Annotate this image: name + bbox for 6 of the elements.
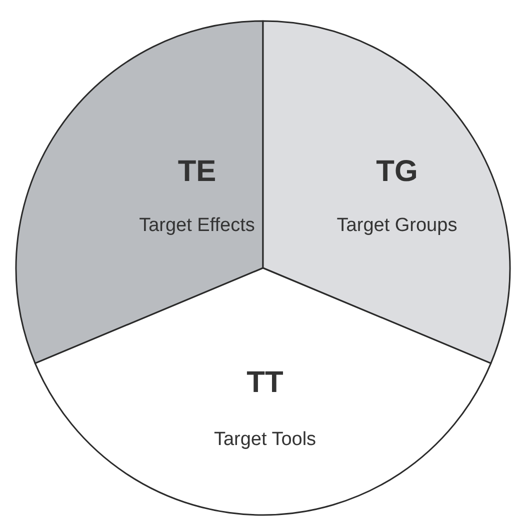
sector-abbreviation: TT bbox=[246, 366, 284, 400]
sector-abbreviation: TG bbox=[376, 155, 418, 189]
sector-abbreviation: TE bbox=[178, 155, 216, 189]
sector-label: Target Effects bbox=[139, 215, 255, 237]
sector-label: Target Tools bbox=[214, 429, 316, 451]
sector-label: Target Groups bbox=[336, 215, 458, 237]
